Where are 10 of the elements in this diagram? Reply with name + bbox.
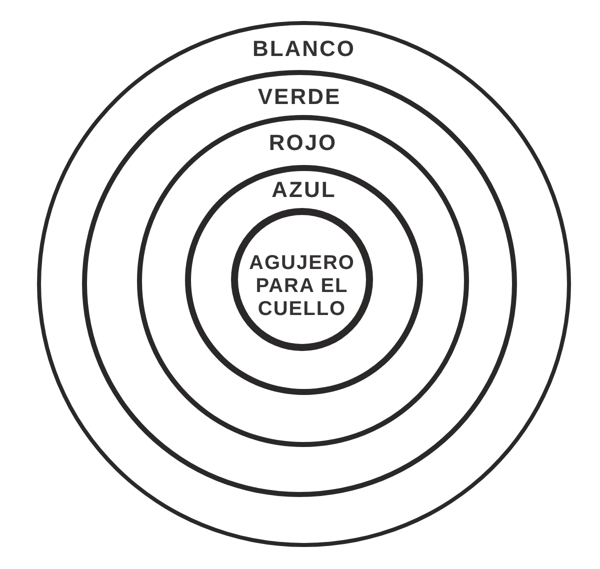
circle-outline: [37, 21, 571, 547]
circle-outline: [137, 115, 469, 447]
circle-label: VERDE: [258, 85, 342, 109]
circle-outline: [231, 208, 373, 351]
circle-label: AZUL: [272, 178, 336, 202]
circle-label: BLANCO: [252, 37, 356, 61]
circle-label: AGUJERO PARA EL CUELLO: [248, 252, 356, 321]
circle-outline: [82, 70, 517, 497]
circle-outline: [185, 165, 423, 395]
circle-label: ROJO: [268, 131, 338, 155]
